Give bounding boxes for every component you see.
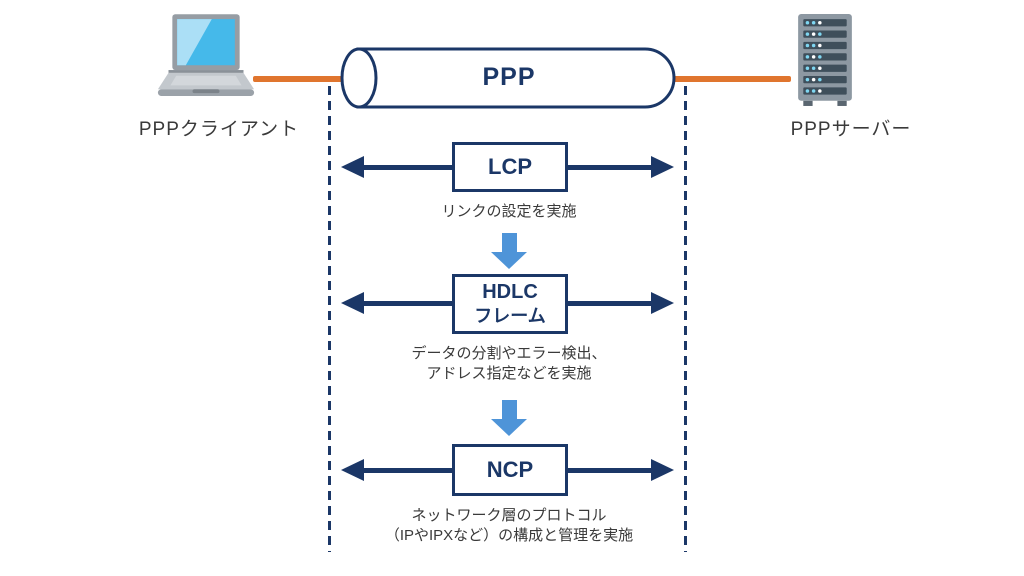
- flow-down-arrow-icon: [491, 400, 527, 436]
- boundary-line-right: [684, 86, 687, 552]
- ncp-caption: ネットワーク層のプロトコル （IPやIPXなど）の構成と管理を実施: [384, 507, 634, 544]
- arrow-right-icon: [651, 292, 674, 314]
- laptop-icon-svg: [157, 14, 255, 96]
- arrow-right-icon: [651, 156, 674, 178]
- link-line-left: [253, 76, 345, 82]
- ncp-box: NCP: [452, 444, 568, 496]
- flow-down-arrow-icon: [491, 233, 527, 269]
- arrow-left-icon: [341, 459, 364, 481]
- server-icon: [796, 14, 854, 112]
- arrow-left-icon: [341, 156, 364, 178]
- hdlc-box-label: HDLC: [482, 281, 538, 304]
- lcp-box-label: LCP: [488, 154, 532, 180]
- hdlc-box: HDLC フレーム: [452, 274, 568, 334]
- server-label: PPPサーバー: [790, 119, 912, 140]
- boundary-line-left: [328, 86, 331, 552]
- laptop-icon: [156, 14, 256, 108]
- arrow-right-icon: [651, 459, 674, 481]
- server-icon-svg: [798, 14, 852, 106]
- ppp-tunnel-svg: [340, 47, 676, 109]
- hdlc-caption: データの分割やエラー検出、 アドレス指定などを実施: [411, 345, 607, 382]
- link-line-right: [672, 76, 791, 82]
- ppp-tunnel: [338, 46, 678, 115]
- ncp-box-label: NCP: [486, 457, 534, 483]
- arrow-left-icon: [341, 292, 364, 314]
- lcp-box: LCP: [452, 142, 568, 192]
- client-label: PPPクライアント: [138, 119, 300, 140]
- lcp-caption: リンクの設定を実施: [441, 203, 577, 220]
- ppp-tunnel-label: PPP: [482, 63, 536, 91]
